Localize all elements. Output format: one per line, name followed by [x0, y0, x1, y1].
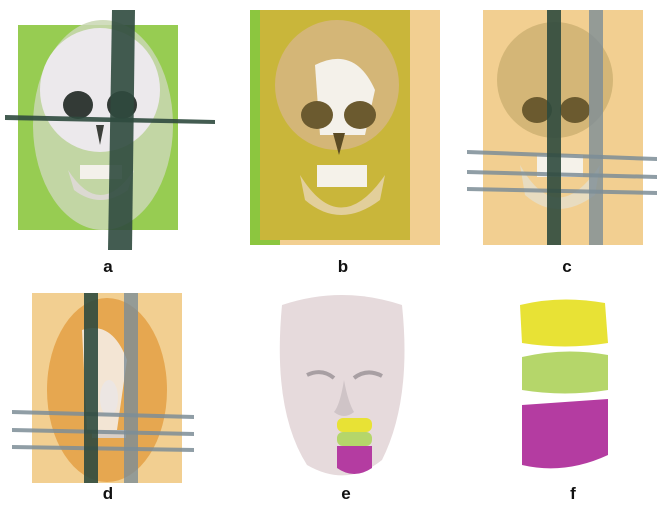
- segment-magenta: [522, 399, 608, 468]
- nose: [100, 380, 118, 416]
- sagittal-cut-plane-dark: [84, 293, 98, 483]
- eye-socket-left: [63, 91, 93, 119]
- lip-segment-middle: [337, 432, 372, 446]
- lip-segment-chin: [337, 446, 372, 474]
- eye-socket-right: [344, 101, 376, 129]
- lip-segment-upper: [337, 418, 372, 432]
- panel-e-figure: [262, 290, 427, 488]
- panel-f-figure: [510, 295, 620, 485]
- panel-a-figure: [0, 5, 220, 255]
- panel-d-figure: [12, 290, 202, 488]
- panel-a-label: a: [98, 257, 118, 277]
- eye-socket-right: [560, 97, 590, 123]
- segment-lightgreen: [522, 351, 608, 393]
- panel-c-label: c: [557, 257, 577, 277]
- sagittal-cut-plane: [108, 10, 135, 250]
- teeth: [317, 165, 367, 187]
- sagittal-cut-plane-slate: [589, 10, 603, 245]
- panel-b-figure: [245, 5, 445, 255]
- sagittal-cut-plane-slate: [124, 293, 138, 483]
- eye-socket-left: [301, 101, 333, 129]
- sagittal-cut-plane-dark: [547, 10, 561, 245]
- panel-f-label: f: [563, 484, 583, 504]
- panel-d-label: d: [98, 484, 118, 504]
- panel-e-label: e: [336, 484, 356, 504]
- segment-yellow: [520, 299, 608, 346]
- panel-c-figure: [465, 5, 662, 255]
- panel-b-label: b: [333, 257, 353, 277]
